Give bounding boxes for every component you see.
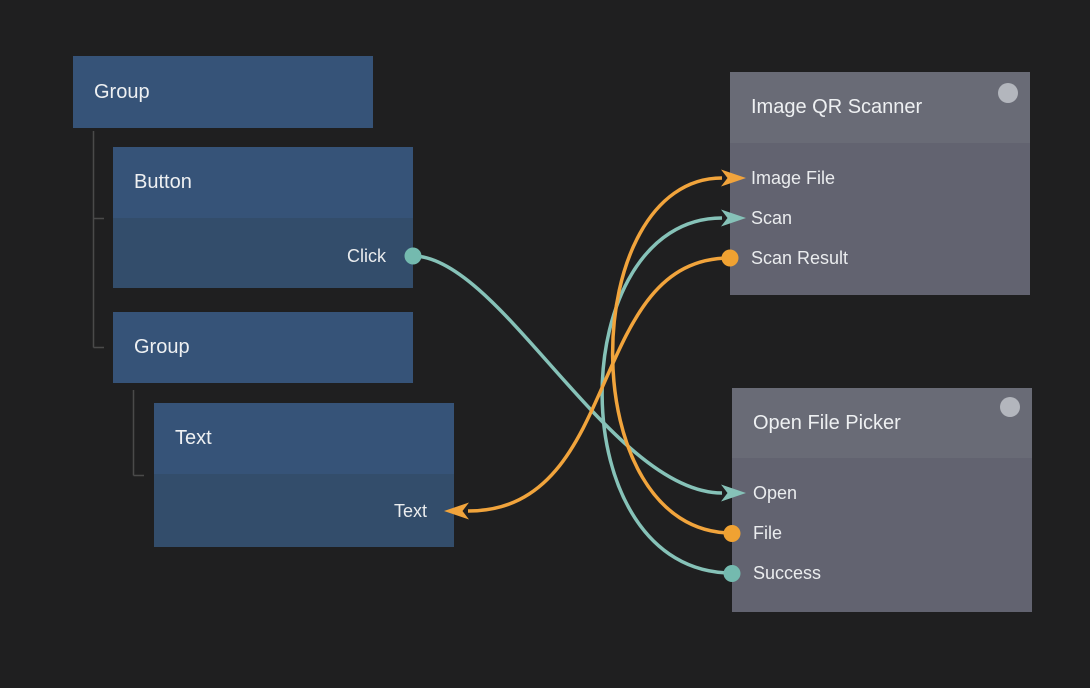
node-image-qr-scanner-body: Image File Scan Scan Result: [730, 143, 1030, 295]
node-group-header[interactable]: Group: [73, 56, 373, 128]
tree-connector: [92, 131, 104, 349]
circle-indicator-icon[interactable]: [998, 83, 1018, 103]
port-label-image-file: Image File: [751, 168, 836, 188]
node-image-qr-scanner-header[interactable]: Image QR Scanner: [730, 72, 1030, 143]
wire-scan-result-to-text[interactable]: [467, 256, 731, 513]
node-title: Open File Picker: [753, 411, 901, 434]
port-label-scan: Scan: [751, 208, 793, 228]
node-text[interactable]: Text Text: [154, 403, 454, 547]
node-text-body: Text: [154, 474, 454, 547]
node-title: Image QR Scanner: [751, 96, 923, 118]
circle-indicator-icon[interactable]: [1000, 397, 1020, 417]
wire-file-to-image-file[interactable]: [610, 176, 733, 535]
node-open-file-picker-body: Open File Success: [732, 458, 1032, 612]
node-image-qr-scanner[interactable]: Image QR Scanner Image File Scan Scan Re…: [730, 72, 1030, 295]
node-title: Button: [134, 171, 192, 193]
node-button-body: Click: [113, 218, 413, 288]
wire-success-to-scan[interactable]: [600, 216, 733, 575]
port-label-scan-result: Scan Result: [751, 248, 849, 268]
port-label-click: Click: [347, 246, 386, 266]
node-title: Group: [94, 80, 150, 103]
node-button[interactable]: Button Click: [113, 147, 413, 288]
node-button-header[interactable]: Button: [113, 147, 413, 218]
wire-click-to-open[interactable]: [412, 254, 723, 495]
node-inner-group[interactable]: Group: [113, 312, 413, 383]
node-open-file-picker-header[interactable]: Open File Picker: [732, 388, 1032, 458]
port-label-file: File: [753, 523, 783, 543]
tree-connector: [132, 390, 144, 477]
node-title: Text: [175, 427, 212, 449]
node-group[interactable]: Group: [73, 56, 373, 128]
node-inner-group-header[interactable]: Group: [113, 312, 413, 383]
node-title: Group: [134, 336, 190, 358]
node-open-file-picker[interactable]: Open File Picker Open File Success: [732, 388, 1032, 612]
port-label-text: Text: [393, 501, 427, 521]
port-label-success: Success: [753, 563, 822, 583]
port-label-open: Open: [753, 483, 798, 503]
node-text-header[interactable]: Text: [154, 403, 454, 474]
